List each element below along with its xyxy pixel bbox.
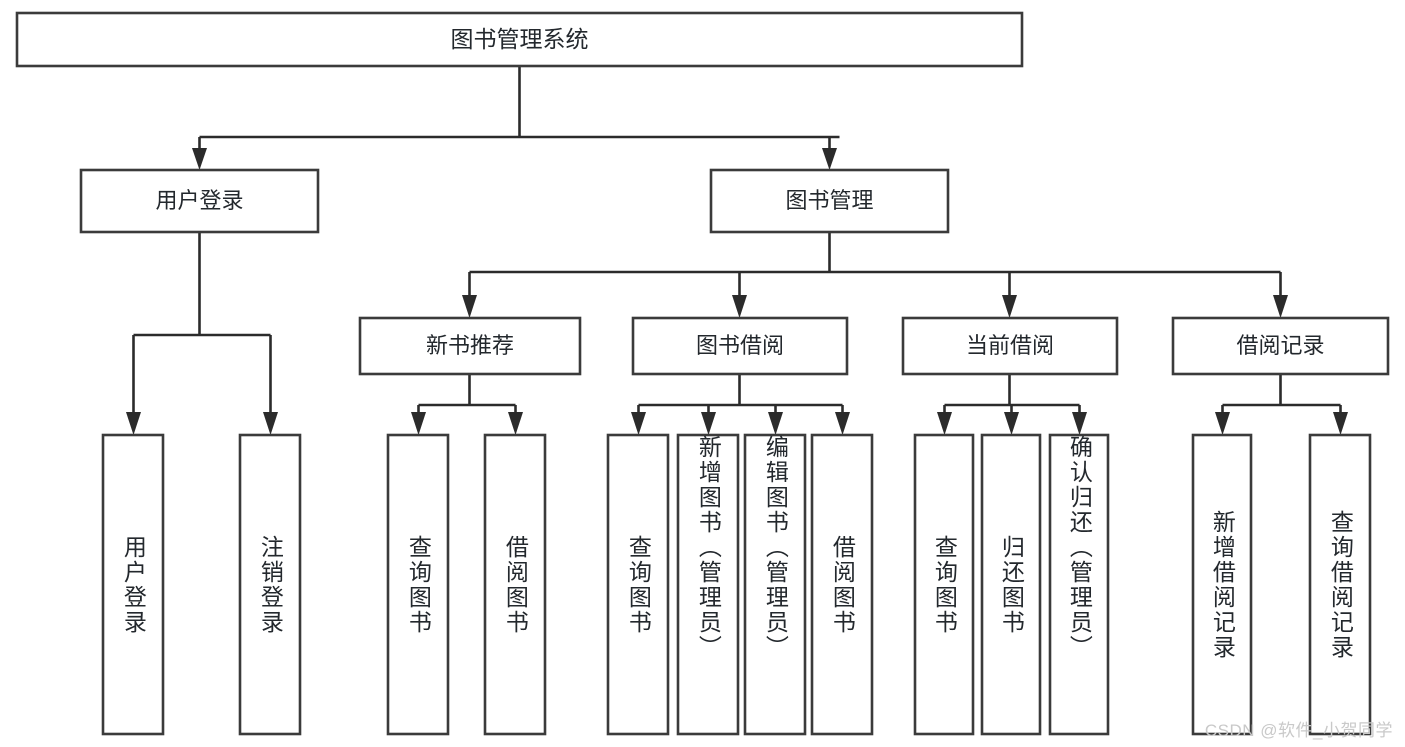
arrow-head-leaf-borrow-book-1 xyxy=(508,412,523,435)
connector-layer xyxy=(126,66,1348,435)
node-user-login[interactable] xyxy=(79,168,320,234)
arrow-head-leaf-return-book xyxy=(1004,412,1019,435)
node-book-manage-label: 图书管理 xyxy=(785,188,873,213)
arrow-head-current-borrow xyxy=(1002,295,1017,318)
arrow-head-user-login xyxy=(192,148,207,170)
node-book-manage[interactable] xyxy=(709,168,950,234)
node-leaf-edit-book[interactable] xyxy=(743,433,807,736)
node-new-book-rec[interactable] xyxy=(358,316,582,376)
arrow-head-leaf-query-book-3 xyxy=(937,412,952,435)
node-leaf-add-record[interactable] xyxy=(1191,433,1253,736)
arrow-head-leaf-borrow-book-2 xyxy=(835,412,850,435)
arrow-head-leaf-user-login xyxy=(126,412,141,435)
node-leaf-confirm-return[interactable] xyxy=(1048,433,1110,736)
node-user-login-label: 用户登录 xyxy=(155,188,243,213)
arrow-head-book-borrow xyxy=(732,295,747,318)
node-current-borrow-label: 当前借阅 xyxy=(966,333,1054,358)
node-book-borrow-label: 图书借阅 xyxy=(696,333,784,358)
arrow-head-new-book-rec xyxy=(462,295,477,318)
node-root-book-management-system[interactable] xyxy=(15,11,1024,68)
node-leaf-borrow-book-1[interactable] xyxy=(483,433,547,736)
csdn-watermark: CSDN @软件_小贺同学 xyxy=(1204,721,1393,740)
arrow-head-borrow-record xyxy=(1273,295,1288,318)
node-root-label: 图书管理系统 xyxy=(451,26,589,52)
node-leaf-query-book-2[interactable] xyxy=(606,433,670,736)
arrow-head-leaf-add-record xyxy=(1215,412,1230,435)
node-borrow-record-label: 借阅记录 xyxy=(1236,333,1324,358)
node-layer: 图书管理系统 用户登录 图书管理 新书推荐 图书借阅 当前借阅 借阅记录 xyxy=(15,11,1390,736)
arrow-head-book-manage xyxy=(822,148,837,170)
node-leaf-user-login[interactable] xyxy=(101,433,165,736)
arrow-head-leaf-query-book-1 xyxy=(411,412,426,435)
node-leaf-add-book[interactable] xyxy=(676,433,740,736)
arrow-head-leaf-confirm-return xyxy=(1072,412,1087,435)
node-current-borrow[interactable] xyxy=(901,316,1119,376)
node-book-borrow[interactable] xyxy=(631,316,849,376)
arrow-head-leaf-edit-book xyxy=(768,412,783,435)
node-leaf-logout[interactable] xyxy=(238,433,302,736)
node-leaf-return-book[interactable] xyxy=(980,433,1042,736)
node-new-book-rec-label: 新书推荐 xyxy=(426,333,514,358)
arrow-head-leaf-add-book xyxy=(701,412,716,435)
node-leaf-query-book-3[interactable] xyxy=(913,433,975,736)
arrow-head-leaf-query-record xyxy=(1333,412,1348,435)
arrow-head-leaf-logout xyxy=(263,412,278,435)
node-borrow-record[interactable] xyxy=(1171,316,1390,376)
node-leaf-borrow-book-2[interactable] xyxy=(810,433,874,736)
arrow-head-leaf-query-book-2 xyxy=(631,412,646,435)
node-leaf-query-record[interactable] xyxy=(1308,433,1372,736)
node-leaf-query-book-1[interactable] xyxy=(386,433,450,736)
